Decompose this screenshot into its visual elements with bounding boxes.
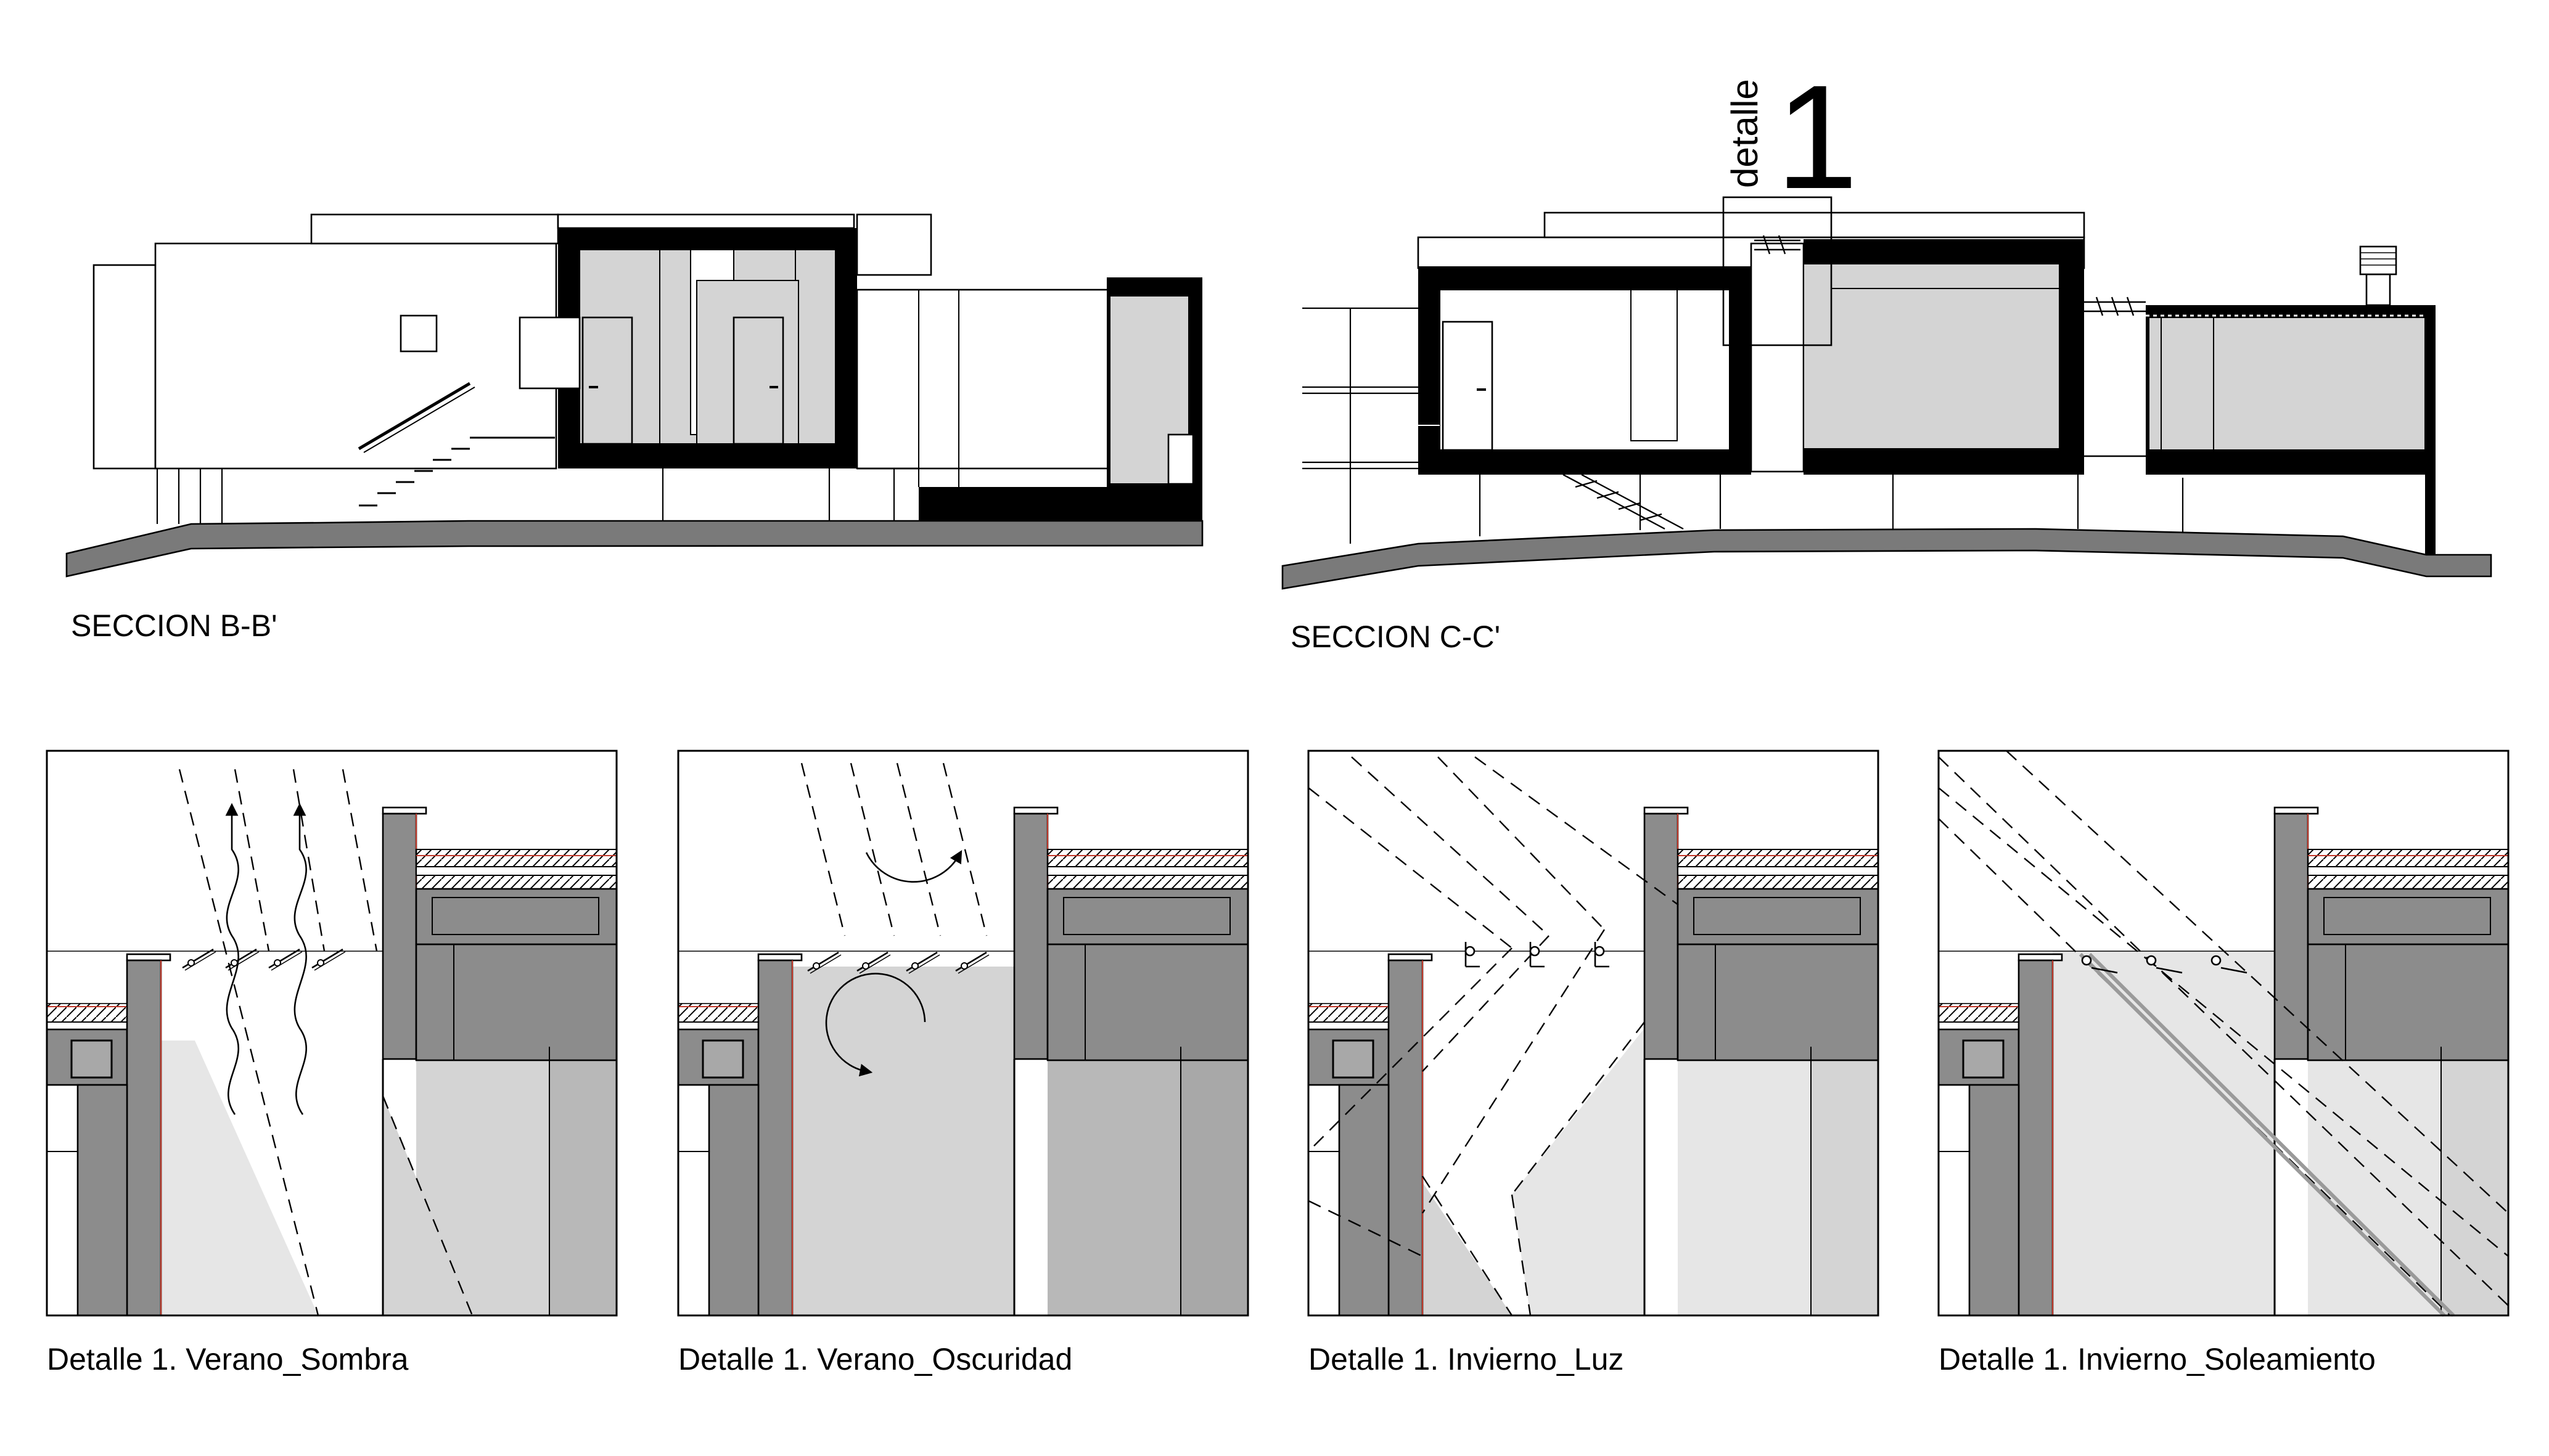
detail-tag-word: detalle bbox=[1724, 79, 1765, 188]
detail-label-invierno-luz: Detalle 1. Invierno_Luz bbox=[1308, 1342, 1623, 1376]
section-c-label: SECCION C-C' bbox=[1291, 620, 1500, 654]
detail-panel-verano-oscuridad bbox=[677, 750, 1249, 1317]
detail-label-verano-sombra: Detalle 1. Verano_Sombra bbox=[47, 1342, 409, 1376]
detail-tag-number: 1 bbox=[1776, 54, 1858, 219]
section-b-label: SECCION B-B' bbox=[71, 608, 277, 643]
detail-panel-invierno-luz bbox=[1307, 750, 1879, 1317]
section-c-drawing bbox=[1281, 196, 2492, 590]
detail-panel-verano-sombra bbox=[46, 750, 618, 1317]
detail-panel-invierno-soleamiento bbox=[1937, 750, 2510, 1317]
section-b-drawing bbox=[65, 213, 1204, 578]
detail-label-verano-oscuridad: Detalle 1. Verano_Oscuridad bbox=[678, 1342, 1072, 1376]
detail-label-invierno-soleamiento: Detalle 1. Invierno_Soleamiento bbox=[1939, 1342, 2376, 1376]
